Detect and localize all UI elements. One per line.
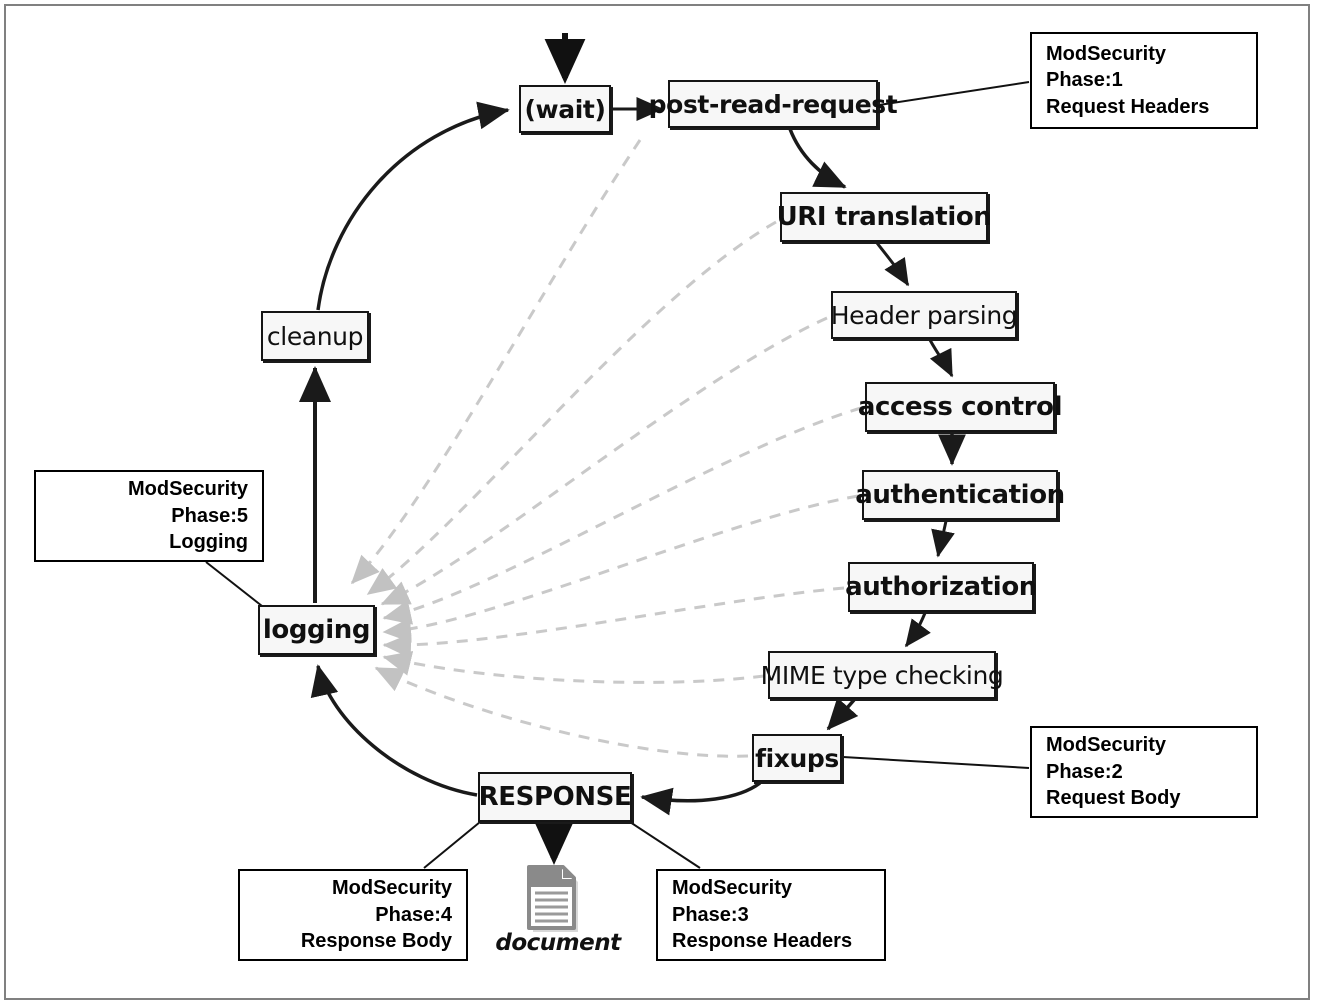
leader-response-to-phase-3 bbox=[629, 821, 701, 869]
node-uri-translation[interactable]: URI translation bbox=[777, 192, 992, 242]
edge-response-to-logging bbox=[310, 664, 478, 797]
node-response-label: RESPONSE bbox=[478, 782, 632, 812]
node-authentication[interactable]: authentication bbox=[855, 470, 1065, 520]
callout-phase-1-line1: ModSecurity Phase:1 bbox=[1046, 42, 1167, 92]
leader-fixups-to-phase-2 bbox=[842, 756, 1030, 769]
node-logging-label: logging bbox=[262, 615, 371, 645]
node-fixups[interactable]: fixups bbox=[752, 734, 842, 782]
callout-phase-2-line2: Request Body bbox=[1046, 787, 1181, 810]
leader-logging-to-phase-5 bbox=[205, 561, 263, 607]
node-access-control-label: access control bbox=[857, 392, 1063, 422]
node-authentication-label: authentication bbox=[855, 480, 1065, 510]
callout-phase-3-line2: Response Headers bbox=[672, 930, 853, 953]
callout-phase-2: ModSecurity Phase:2 Request Body bbox=[1030, 726, 1258, 818]
node-access-control[interactable]: access control bbox=[858, 382, 1063, 432]
leader-post-read-request-to-phase-1 bbox=[878, 81, 1030, 106]
edge-uri-translation-to-header-parsing bbox=[875, 242, 910, 287]
node-mime-type-checking-label: MIME type checking bbox=[760, 660, 1004, 690]
node-logging[interactable]: logging bbox=[258, 605, 375, 655]
node-fixups-label: fixups bbox=[755, 743, 839, 773]
callout-phase-4-line2: Response Body bbox=[300, 930, 452, 953]
node-post-read-request-label: post-read-request bbox=[648, 89, 898, 119]
dashed-edge-authentication-to-logging bbox=[382, 494, 859, 643]
node-uri-translation-label: URI translation bbox=[776, 202, 992, 232]
edge-post-read-request-to-uri-translation bbox=[788, 128, 847, 189]
node-post-read-request[interactable]: post-read-request bbox=[649, 80, 898, 128]
node-wait-label: (wait) bbox=[524, 94, 606, 124]
callout-phase-3: ModSecurity Phase:3 Response Headers bbox=[656, 869, 886, 961]
dashed-edge-mime-type-checking-to-logging bbox=[382, 651, 765, 684]
node-header-parsing[interactable]: Header parsing bbox=[830, 291, 1018, 339]
callout-leader-lines bbox=[205, 81, 1030, 869]
document-page-icon bbox=[527, 865, 578, 932]
callout-phase-1-line2: Request Headers bbox=[1046, 95, 1210, 118]
dashed-edge-authorization-to-logging bbox=[382, 586, 845, 659]
callout-phase-3-line1: ModSecurity Phase:3 bbox=[672, 877, 793, 926]
node-response[interactable]: RESPONSE bbox=[478, 772, 632, 822]
dashed-edges-to-logging bbox=[350, 139, 862, 758]
callout-phase-4-line1: ModSecurity Phase:4 bbox=[331, 877, 452, 926]
edge-header-parsing-to-access-control bbox=[928, 339, 954, 378]
edge-authorization-to-mime-type-checking bbox=[904, 612, 931, 648]
edge-mime-type-checking-to-fixups bbox=[826, 697, 859, 731]
callout-phase-5-line1: ModSecurity Phase:5 bbox=[127, 478, 248, 527]
callout-phase-1: ModSecurity Phase:1 Request Headers bbox=[1030, 32, 1258, 129]
callout-phase-2-line1: ModSecurity Phase:2 bbox=[1046, 734, 1167, 783]
edge-cleanup-to-wait bbox=[316, 101, 510, 311]
node-cleanup-label: cleanup bbox=[266, 321, 364, 351]
callout-phase-5-line2: Logging bbox=[169, 531, 248, 554]
dashed-edge-post-read-request-to-logging bbox=[350, 139, 642, 585]
node-authorization[interactable]: authorization bbox=[845, 562, 1037, 612]
dashed-edge-access-control-to-logging bbox=[382, 406, 862, 625]
document-label: document bbox=[495, 930, 621, 956]
node-wait[interactable]: (wait) bbox=[519, 85, 611, 133]
leader-response-to-phase-4 bbox=[423, 821, 481, 869]
edge-authentication-to-authorization bbox=[931, 520, 955, 558]
callout-phase-4: ModSecurity Phase:4 Response Body bbox=[238, 869, 468, 961]
dashed-edge-uri-translation-to-logging bbox=[366, 220, 777, 596]
callout-phase-5: ModSecurity Phase:5 Logging bbox=[34, 470, 264, 562]
node-cleanup[interactable]: cleanup bbox=[261, 311, 369, 361]
node-mime-type-checking[interactable]: MIME type checking bbox=[761, 651, 1004, 699]
node-authorization-label: authorization bbox=[845, 572, 1037, 602]
node-header-parsing-label: Header parsing bbox=[830, 300, 1018, 330]
dashed-edge-header-parsing-to-logging bbox=[380, 316, 828, 606]
edge-fixups-to-response bbox=[640, 781, 762, 816]
dashed-edge-fixups-to-logging bbox=[374, 666, 749, 758]
